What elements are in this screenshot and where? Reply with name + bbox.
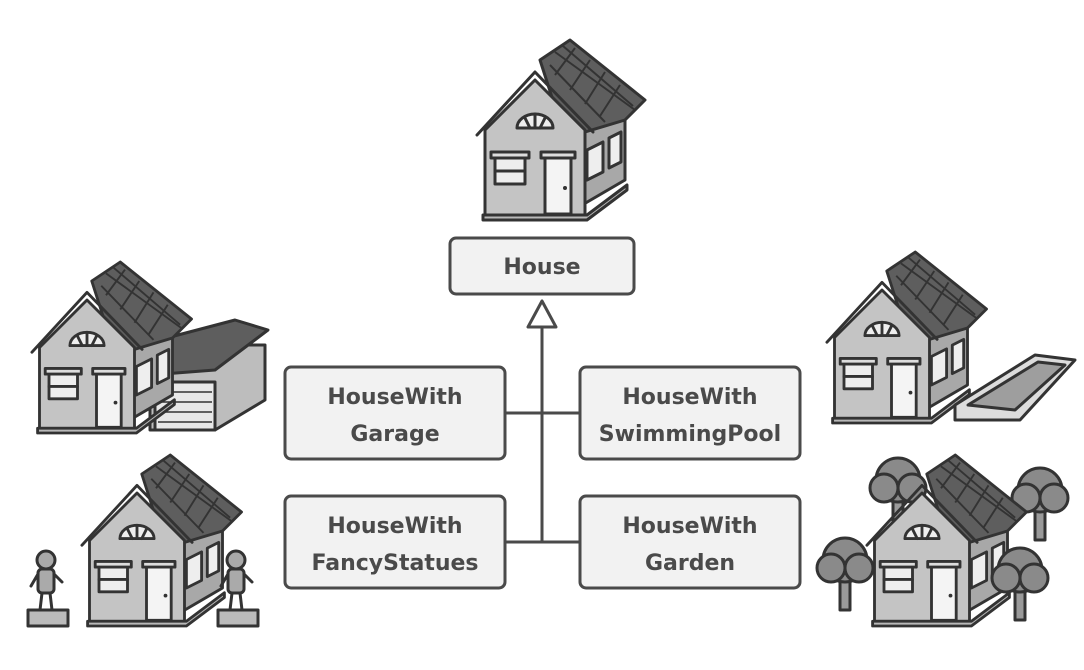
class-label-house: House xyxy=(503,255,580,280)
class-label-line1: HouseWith xyxy=(622,514,757,539)
class-label-line1: HouseWith xyxy=(327,385,462,410)
class-box-house-with-swimming-pool: HouseWith SwimmingPool xyxy=(578,365,802,461)
class-label-line2: Garage xyxy=(350,422,439,447)
class-label-line1: HouseWith xyxy=(622,385,757,410)
house-with-garage-illustration xyxy=(30,260,270,435)
class-box-house: House xyxy=(448,236,636,296)
house-with-fancy-statues-illustration xyxy=(26,453,260,628)
class-label-line2: Garden xyxy=(645,551,735,576)
inheritance-connectors xyxy=(505,326,580,544)
class-label-line2: SwimmingPool xyxy=(599,422,781,447)
class-label-line2: FancyStatues xyxy=(311,551,478,576)
house-with-garden-illustration xyxy=(815,453,1070,628)
house-with-swimming-pool-illustration xyxy=(825,250,1077,425)
class-label-line1: HouseWith xyxy=(327,514,462,539)
house-illustration xyxy=(475,38,647,222)
inheritance-arrowhead xyxy=(526,299,558,329)
class-box-house-with-fancy-statues: HouseWith FancyStatues xyxy=(283,494,507,590)
class-box-house-with-garage: HouseWith Garage xyxy=(283,365,507,461)
class-box-house-with-garden: HouseWith Garden xyxy=(578,494,802,590)
